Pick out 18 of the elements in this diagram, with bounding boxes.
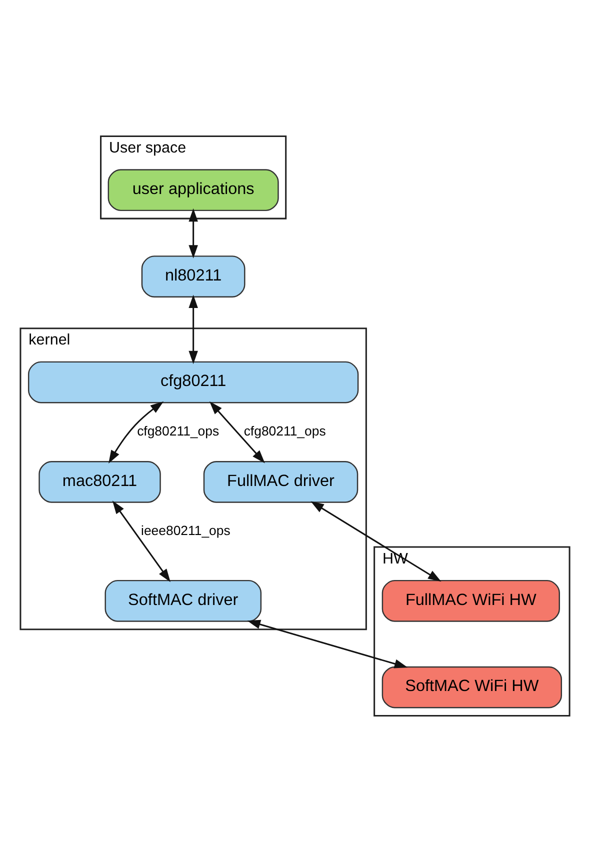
arrow (108, 401, 164, 464)
node-box: FullMAC WiFi HW (382, 580, 560, 622)
edge-label: cfg80211_ops (137, 424, 220, 439)
node-box: mac80211 (38, 460, 161, 503)
node-box: SoftMAC WiFi HW (382, 666, 562, 708)
arrow (188, 208, 198, 258)
node-box: nl80211 (141, 256, 246, 298)
node-box: user applications (108, 169, 279, 212)
arrow (188, 294, 198, 364)
node-box: SoftMAC driver (104, 580, 262, 622)
arrow (209, 401, 265, 464)
arrow (247, 620, 408, 668)
edge-label: ieee80211_ops (141, 523, 230, 538)
arrow (112, 500, 170, 582)
node-box: cfg80211 (28, 361, 359, 404)
edge-label: cfg80211_ops (244, 424, 326, 439)
arrow (310, 501, 442, 582)
node-box: FullMAC driver (203, 460, 358, 503)
